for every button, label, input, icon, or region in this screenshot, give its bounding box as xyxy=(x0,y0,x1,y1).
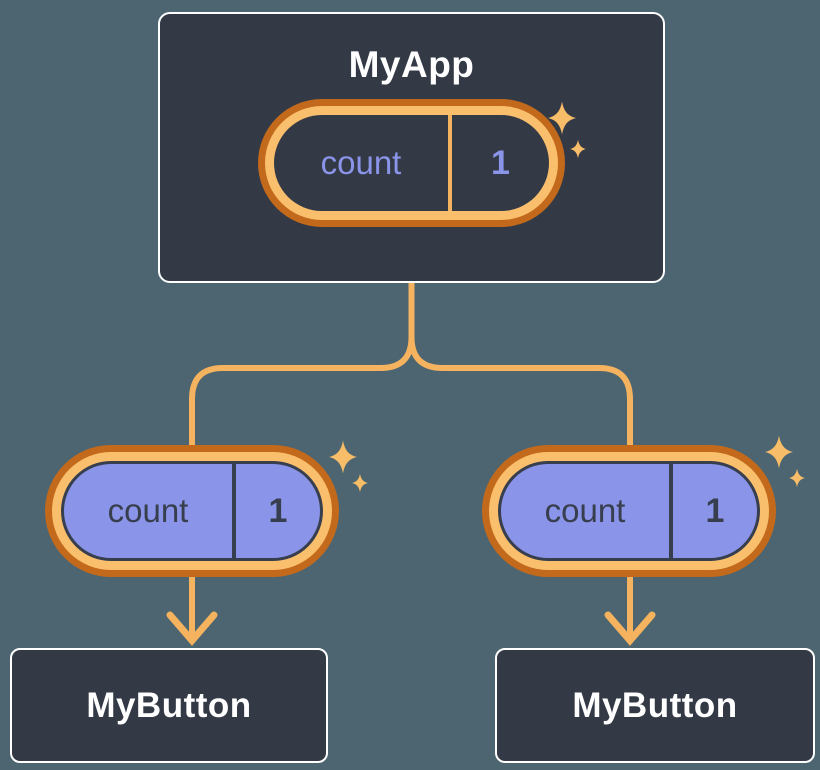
sparkle-icon xyxy=(329,440,357,474)
prop-pill-body-left: count 1 xyxy=(61,461,323,561)
prop-name-label-right: count xyxy=(544,492,626,529)
sparkle-icon xyxy=(765,435,793,469)
component-title-mybutton-left: MyButton xyxy=(86,685,252,725)
prop-pill-count-left: count 1 xyxy=(45,445,339,577)
sparkle-small-icon xyxy=(789,468,805,488)
state-pill-ring: count 1 xyxy=(265,106,558,220)
prop-value-label-right: 1 xyxy=(669,464,757,558)
state-pill-count: count 1 xyxy=(258,99,565,227)
arrowhead-left-icon xyxy=(166,611,218,646)
state-value-label: 1 xyxy=(448,115,549,211)
component-title-myapp: MyApp xyxy=(348,44,475,85)
prop-pill-count-right: count 1 xyxy=(482,445,776,577)
prop-value-label-left: 1 xyxy=(232,464,320,558)
sparkle-small-icon xyxy=(352,473,368,493)
component-title-mybutton-right: MyButton xyxy=(572,685,738,725)
state-pill-body: count 1 xyxy=(274,115,549,211)
component-node-mybutton-left: MyButton xyxy=(10,648,328,763)
prop-pill-ring-right: count 1 xyxy=(489,452,769,570)
prop-name-label-left: count xyxy=(107,492,189,529)
state-name-label: count xyxy=(320,144,402,181)
component-node-mybutton-right: MyButton xyxy=(495,648,815,763)
prop-pill-body-right: count 1 xyxy=(498,461,760,561)
arrowhead-right-icon xyxy=(604,611,656,646)
prop-pill-ring-left: count 1 xyxy=(52,452,332,570)
component-node-myapp: MyApp count 1 xyxy=(158,12,665,283)
